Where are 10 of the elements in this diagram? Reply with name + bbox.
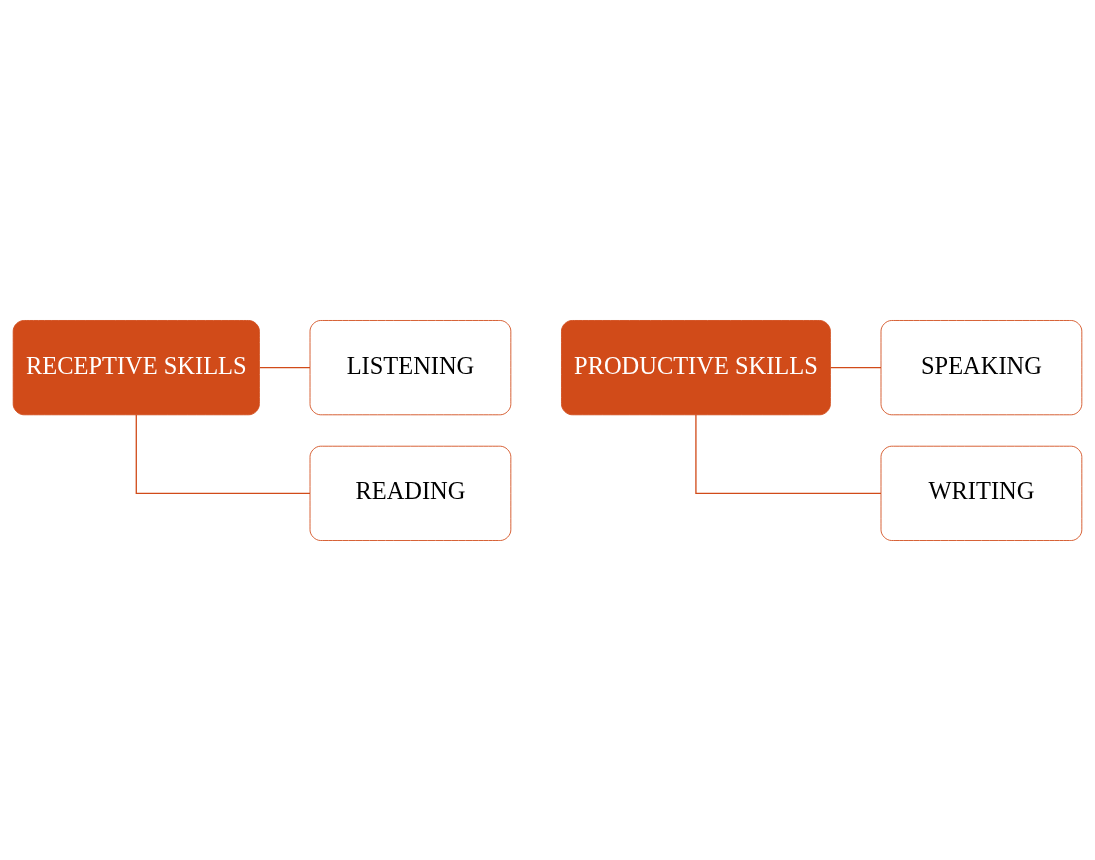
node-box: LISTENING: [309, 319, 512, 415]
connector: [695, 413, 882, 494]
node-box: READING: [309, 445, 512, 541]
connector: [135, 413, 311, 494]
connector: [829, 366, 882, 368]
node-box: RECEPTIVE SKILLS: [12, 319, 260, 415]
connector: [258, 366, 311, 368]
node-box: WRITING: [880, 445, 1083, 541]
node-box: SPEAKING: [880, 319, 1083, 415]
node-box: PRODUCTIVE SKILLS: [561, 319, 831, 415]
